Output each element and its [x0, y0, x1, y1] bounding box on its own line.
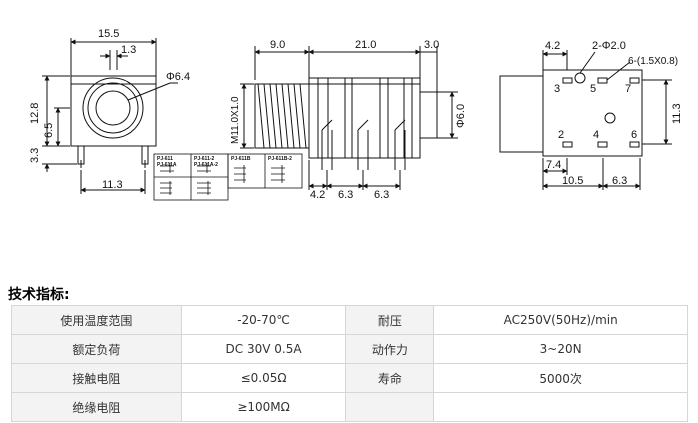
spec-value: AC250V(50Hz)/min: [433, 305, 688, 335]
side-view-dims: 9.0 21.0 3.0 M11.0X1.0 Φ6.0 4.2 6.3 6.3: [230, 39, 467, 201]
spec-label: 耐压: [345, 305, 435, 335]
dim-4-2-side: 4.2: [310, 189, 325, 201]
dim-phi-6-0: Φ6.0: [455, 104, 467, 128]
dim-2-phi-2-0: 2-Φ2.0: [592, 40, 626, 52]
spec-value: -20-70℃: [180, 305, 347, 335]
dim-m11: M11.0X1.0: [230, 96, 241, 144]
bottom-view-dims: 4.2 2-Φ2.0 6-(1.5X0.8) 11.3 7.4 10.5 6.3…: [545, 40, 683, 187]
table-row: 使用温度范围 -20-70℃ 耐压 AC250V(50Hz)/min: [11, 305, 688, 335]
pin-number: 2: [558, 129, 564, 141]
dim-11-3-bottom: 11.3: [671, 103, 683, 124]
dim-6-3-side-b: 6.3: [374, 189, 389, 201]
pin-number: 7: [625, 83, 631, 95]
spec-label: 使用温度范围: [11, 305, 182, 335]
spec-title: 技术指标:: [8, 287, 70, 303]
table-row: 绝缘电阻 ≥100MΩ: [11, 392, 688, 422]
dim-15-5: 15.5: [98, 28, 119, 40]
spec-value: DC 30V 0.5A: [180, 334, 347, 364]
spec-label: [345, 392, 435, 422]
side-view: [240, 46, 458, 190]
dim-7-4: 7.4: [546, 159, 561, 171]
spec-label: 接触电阻: [11, 363, 182, 393]
spec-value: 3~20N: [433, 334, 688, 364]
dim-3-3: 3.3: [29, 148, 41, 163]
pin-number: 5: [590, 83, 596, 95]
spec-value: 5000次: [433, 363, 688, 393]
dim-11-3: 11.3: [102, 179, 123, 191]
dim-10-5: 10.5: [562, 175, 583, 187]
spec-label: 额定负荷: [11, 334, 182, 364]
spec-value: ≤0.05Ω: [180, 363, 347, 393]
pin-number: 3: [554, 83, 560, 95]
dim-6-5: 6.5: [43, 123, 55, 138]
front-view-dims: 15.5 1.3 Φ6.4 12.8 6.5 3.3 11.3: [29, 28, 190, 191]
dim-12-8: 12.8: [29, 103, 41, 124]
dim-6-pads: 6-(1.5X0.8): [628, 56, 678, 67]
front-view: [42, 38, 178, 194]
pin-number: 6: [631, 129, 637, 141]
dim-4-2-bottom: 4.2: [545, 40, 560, 52]
spec-value: [433, 392, 688, 422]
table-row: 接触电阻 ≤0.05Ω 寿命 5000次: [11, 363, 688, 393]
dim-phi-6-4: Φ6.4: [166, 71, 190, 83]
schematic-diagrams: [153, 153, 303, 201]
schematic-labels: PJ-611 PJ-611-2 PJ-611B PJ-611B-2 PJ-611…: [157, 156, 292, 168]
schematic-label-pj-611b: PJ-611B: [231, 156, 251, 162]
spec-label: 寿命: [345, 363, 435, 393]
schematic-label-pj-611b-2: PJ-611B-2: [268, 156, 292, 162]
dim-9-0: 9.0: [270, 39, 285, 51]
technical-drawing: 15.5 1.3 Φ6.4 12.8 6.5 3.3 11.3 PJ-611 P…: [29, 28, 683, 201]
table-row: 额定负荷 DC 30V 0.5A 动作力 3~20N: [11, 334, 688, 364]
schematic-label-pj-611: PJ-611: [157, 156, 173, 162]
schematic-label-pj-611-2: PJ-611-2: [194, 156, 215, 162]
dim-21-0: 21.0: [355, 39, 376, 51]
pin-number: 4: [593, 129, 599, 141]
schematic-label-pj-611a-2: PJ-611A-2: [194, 162, 218, 168]
spec-value: ≥100MΩ: [180, 392, 347, 422]
dim-6-3-side-a: 6.3: [338, 189, 353, 201]
spec-table: 使用温度范围 -20-70℃ 耐压 AC250V(50Hz)/min 额定负荷 …: [11, 305, 688, 422]
dim-1-3: 1.3: [121, 44, 136, 56]
spec-label: 绝缘电阻: [11, 392, 182, 422]
schematic-label-pj-611a: PJ-611A: [157, 162, 177, 168]
bottom-view: [499, 50, 672, 190]
spec-label: 动作力: [345, 334, 435, 364]
dim-3-0: 3.0: [424, 39, 439, 51]
dim-6-3-bottom: 6.3: [612, 175, 627, 187]
